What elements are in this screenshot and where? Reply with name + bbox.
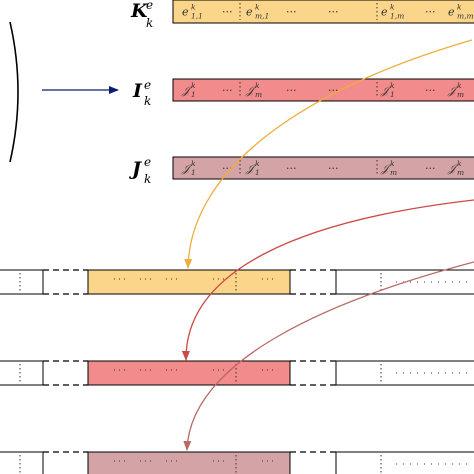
right-parenthesis xyxy=(9,21,19,163)
label-K-main: K xyxy=(130,0,149,22)
global-right-block xyxy=(335,451,474,474)
global-colored-block xyxy=(87,269,291,295)
label-I-main: I xyxy=(132,80,143,102)
ellipsis: ··· xyxy=(222,6,233,19)
ellipsis: ··· xyxy=(425,6,436,19)
cell-sup: k xyxy=(457,159,462,168)
cell-sup: k xyxy=(255,81,260,90)
cell-sup: k xyxy=(255,3,260,12)
global-row-I xyxy=(0,360,474,386)
cell-symbol: e xyxy=(182,6,189,19)
ellipsis: ··· xyxy=(286,162,297,175)
global-left-block xyxy=(0,451,44,474)
global-colored-block xyxy=(87,360,291,386)
label-J-main: J xyxy=(129,158,143,180)
array-J-bar xyxy=(172,156,474,180)
label-I-sup: e xyxy=(144,78,151,92)
cell-sub: 1,1 xyxy=(191,12,203,21)
cell-sup: k xyxy=(390,81,395,90)
global-left-block xyxy=(0,269,44,295)
label-K: K e k xyxy=(130,0,153,30)
cell-symbol: e xyxy=(246,6,253,19)
label-J: J e k xyxy=(129,155,151,186)
ellipsis: ··· xyxy=(222,84,233,97)
cell-sup: k xyxy=(191,81,196,90)
ellipsis: ··· xyxy=(425,162,436,175)
global-left-block xyxy=(0,360,44,386)
cell-sup: k xyxy=(390,159,395,168)
cell-sup: k xyxy=(457,3,462,12)
ellipsis: ··· xyxy=(328,84,339,97)
cell-sup: k xyxy=(255,159,260,168)
global-matrix-rows xyxy=(0,269,474,474)
yellow-assembly-arrow xyxy=(184,39,473,269)
ellipsis: ··· xyxy=(222,162,233,175)
cell-symbol: e xyxy=(448,6,455,19)
label-I-sub: k xyxy=(144,94,151,108)
cell-sub: 1 xyxy=(255,168,260,177)
global-row-J xyxy=(0,451,474,474)
cell-sub: m,1 xyxy=(255,12,269,21)
label-I: I e k xyxy=(132,78,151,108)
cell-sub: 1 xyxy=(390,90,395,99)
brown-assembly-arrow xyxy=(183,261,474,451)
label-K-sub: k xyxy=(146,16,153,30)
cell-sup: k xyxy=(191,159,196,168)
cell-sub: m xyxy=(390,168,397,177)
label-J-sup: e xyxy=(144,155,151,169)
cell-sub: 1 xyxy=(191,90,196,99)
cell-sup: k xyxy=(390,3,395,12)
cell-sup: k xyxy=(191,3,196,12)
label-J-sub: k xyxy=(144,172,151,186)
ellipsis: ··· xyxy=(286,84,297,97)
label-K-sup: e xyxy=(146,0,153,12)
ellipsis: ··· xyxy=(328,162,339,175)
ellipsis: ··· xyxy=(328,6,339,19)
ellipsis: ··· xyxy=(425,84,436,97)
ellipsis: ··· xyxy=(286,6,297,19)
cell-sub: 1 xyxy=(191,168,196,177)
cell-sub: m,m xyxy=(457,12,474,21)
cell-symbol: e xyxy=(381,6,388,19)
global-row-K xyxy=(0,269,474,295)
red-assembly-arrow xyxy=(181,199,474,361)
cell-sub: m xyxy=(255,90,262,99)
cell-sup: k xyxy=(457,81,462,90)
array-I-bar xyxy=(172,78,474,102)
global-colored-block xyxy=(87,451,291,474)
cell-sub: m xyxy=(457,168,464,177)
cell-sub: m xyxy=(457,90,464,99)
cell-sub: 1,m xyxy=(390,12,404,21)
array-K-bar xyxy=(172,0,474,24)
global-right-block xyxy=(335,360,474,386)
